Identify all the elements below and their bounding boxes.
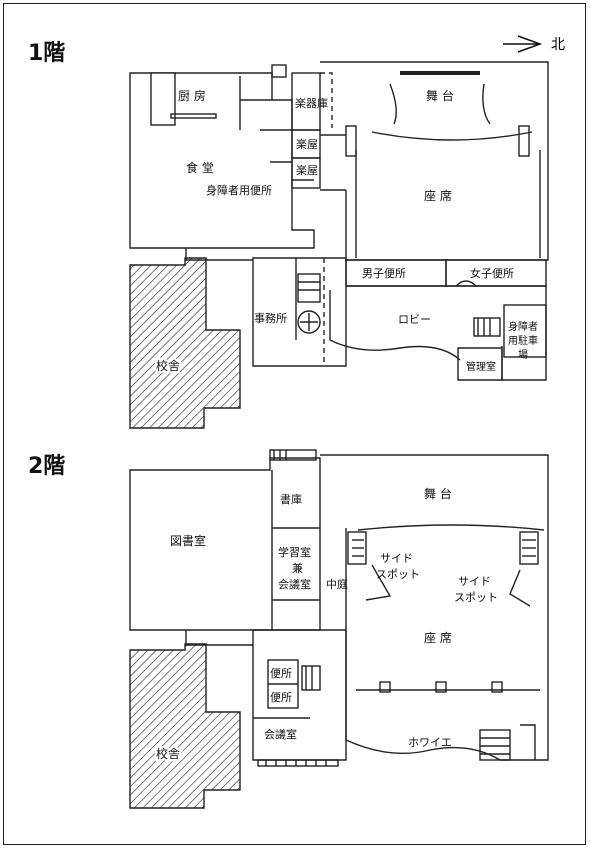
floor-1-plan	[129, 61, 549, 381]
management-label: 管理室	[466, 360, 496, 373]
toilet-a-label: 便所	[270, 667, 292, 680]
foyer-label: ホワイエ	[408, 736, 452, 749]
school-building-1f	[129, 257, 241, 429]
side-spot-left-label-2: スポット	[376, 568, 420, 581]
toilet-b-label: 便所	[270, 691, 292, 704]
library-label: 図書室	[170, 533, 206, 548]
study-room-label-2: 兼	[292, 562, 303, 575]
office-label: 事務所	[254, 311, 287, 325]
side-spot-right-label-1: サイド	[458, 575, 491, 588]
north-arrow-icon	[503, 35, 543, 53]
seats-1f-label: 座 席	[424, 188, 452, 203]
school-building-1f-label: 校舎	[156, 358, 180, 373]
side-spot-left-label-1: サイド	[380, 552, 413, 565]
school-building-2f-label: 校舎	[156, 746, 180, 761]
lobby-label: ロビー	[398, 313, 431, 326]
north-label: 北	[551, 37, 565, 53]
study-room-label-3: 会議室	[278, 577, 311, 591]
accessible-parking-label-3: 場	[518, 348, 528, 361]
kitchen-label: 厨 房	[178, 88, 206, 103]
side-spot-right-label-2: スポット	[454, 591, 498, 604]
archive-label: 書庫	[280, 492, 302, 506]
courtyard-label: 中庭	[326, 577, 348, 591]
floor-1-title: 1階	[28, 41, 66, 66]
womens-toilet-label: 女子便所	[470, 266, 514, 280]
accessible-toilet-label: 身障者用便所	[206, 183, 272, 197]
diagram-frame	[3, 3, 586, 845]
green-room-a-label: 楽屋	[296, 138, 318, 151]
instrument-store-label: 楽器庫	[295, 96, 328, 110]
seats-2f-label: 座 席	[424, 630, 452, 645]
floor-2-plan	[129, 449, 549, 767]
meeting-room-label: 会議室	[264, 727, 297, 741]
green-room-b-label: 楽屋	[296, 164, 318, 177]
school-building-2f	[129, 643, 241, 809]
accessible-parking-label-2: 用駐車	[508, 334, 538, 347]
floor-2-title: 2階	[28, 454, 66, 479]
dining-label: 食 堂	[186, 160, 214, 175]
stage-1f-label: 舞 台	[426, 88, 454, 103]
stage-2f-label: 舞 台	[424, 486, 452, 501]
study-room-label-1: 学習室	[278, 545, 311, 559]
mens-toilet-label: 男子便所	[362, 267, 406, 280]
accessible-parking-label-1: 身障者	[508, 320, 538, 333]
